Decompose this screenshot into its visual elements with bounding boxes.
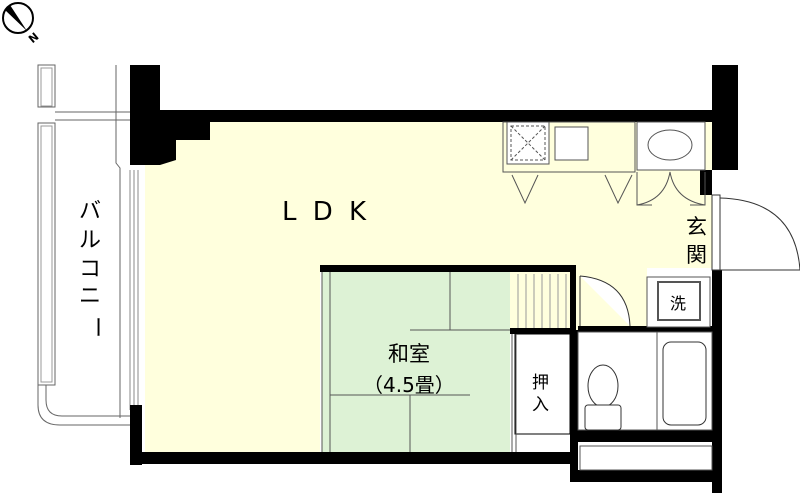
washer-label: 洗 bbox=[670, 294, 686, 313]
balcony-label-char: バ bbox=[79, 199, 101, 224]
genkan-label: 関 bbox=[686, 243, 707, 267]
north-compass-icon: N bbox=[2, 2, 41, 46]
compass-north-label: N bbox=[26, 30, 41, 46]
washitsu-floor bbox=[322, 272, 510, 455]
entrance-door[interactable] bbox=[711, 194, 800, 271]
oshiire-label: 押 bbox=[532, 373, 549, 393]
oshiire-label: 入 bbox=[532, 395, 549, 415]
washitsu-size-label: （4.5畳） bbox=[363, 373, 455, 397]
balcony-label-char: コ bbox=[79, 257, 101, 282]
washitsu-label: 和室 bbox=[388, 342, 430, 366]
ldk-label: L D K bbox=[282, 197, 370, 227]
ldk-floor bbox=[145, 122, 712, 455]
walls bbox=[130, 65, 738, 493]
balcony-label-char: ニ bbox=[79, 284, 101, 309]
balcony-label-char: ー bbox=[84, 316, 109, 338]
balcony-label: バ ル コ ニ ー bbox=[79, 199, 109, 338]
kitchen-counter bbox=[502, 121, 706, 206]
genkan-label: 玄 bbox=[686, 215, 707, 239]
balcony-label-char: ル bbox=[79, 228, 101, 253]
